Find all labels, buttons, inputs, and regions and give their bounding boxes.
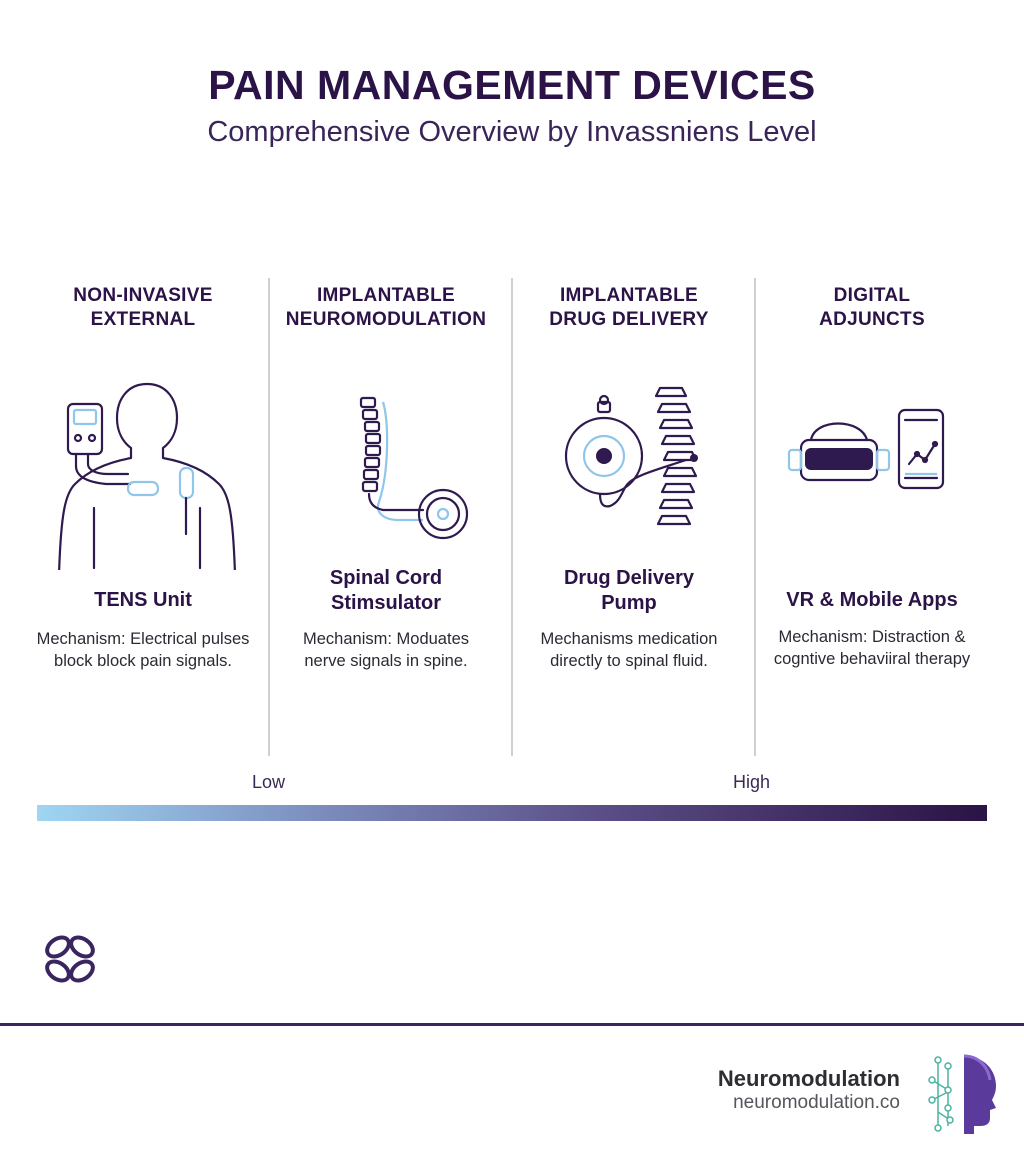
brain-head-logo-icon bbox=[928, 1054, 996, 1134]
device-name-line: Stimsulator bbox=[330, 592, 442, 614]
scale-low-label: Low bbox=[252, 772, 286, 792]
device-name-line: VR & Mobile Apps bbox=[786, 589, 958, 611]
mechanism-line: Mechanism: Distraction & bbox=[778, 628, 966, 646]
heading-line: DIGITAL bbox=[833, 285, 911, 306]
invasiveness-gradient-bar bbox=[37, 805, 987, 821]
heading-line: EXTERNAL bbox=[90, 309, 196, 330]
mechanism-line: cogntive behaviiral therapy bbox=[773, 650, 971, 668]
mechanism-line: Mechanism: Moduates bbox=[303, 630, 469, 648]
category-non-invasive: NON-INVASIVE EXTERNAL TENS Unit Mechanis… bbox=[22, 280, 264, 750]
heading-line: ADJUNCTS bbox=[819, 309, 925, 330]
column-divider bbox=[754, 278, 756, 756]
device-name: Spinal Cord Stimsulator bbox=[265, 566, 507, 616]
vr-mobile-icon bbox=[787, 408, 945, 490]
category-implantable-neuromodulation: IMPLANTABLE NEUROMODULATION Spinal Cord … bbox=[265, 280, 507, 750]
mechanism-text: Mechanism: Moduates nerve signals in spi… bbox=[265, 628, 507, 672]
page-subtitle: Comprehensive Overview by Invassniens Le… bbox=[207, 116, 817, 148]
category-digital-adjuncts: DIGITAL ADJUNCTS VR & Mobile Apps Mechan… bbox=[751, 280, 993, 750]
mechanism-line: directly to spinal fluid. bbox=[550, 652, 708, 670]
brand-url[interactable]: neuromodulation.co bbox=[733, 1092, 900, 1113]
clover-logo-icon bbox=[45, 935, 95, 983]
mechanism-line: Mechanisms medication bbox=[540, 630, 718, 648]
mechanism-text: Mechanism: Distraction & cogntive behavi… bbox=[751, 626, 993, 670]
mechanism-line: block block pain signals. bbox=[54, 652, 232, 670]
spinal-stimulator-icon bbox=[359, 396, 469, 540]
brand-name: Neuromodulation bbox=[717, 1066, 900, 1091]
device-name: VR & Mobile Apps bbox=[751, 588, 993, 613]
column-divider bbox=[511, 278, 513, 756]
category-implantable-drug-delivery: IMPLANTABLE DRUG DELIVERY Drug Delivery … bbox=[508, 280, 750, 750]
footer-divider bbox=[0, 1023, 1024, 1026]
device-name: Drug Delivery Pump bbox=[508, 566, 750, 616]
heading-line: NEUROMODULATION bbox=[285, 309, 487, 330]
device-name-line: Pump bbox=[601, 592, 657, 614]
device-name: TENS Unit bbox=[22, 588, 264, 613]
column-divider bbox=[268, 278, 270, 756]
mechanism-line: Mechanism: Electrical pulses bbox=[36, 630, 250, 648]
mechanism-line: nerve signals in spine. bbox=[304, 652, 468, 670]
drug-pump-icon bbox=[564, 386, 698, 526]
heading-line: IMPLANTABLE bbox=[316, 285, 456, 306]
scale-high-label: High bbox=[733, 772, 771, 792]
category-heading: NON-INVASIVE EXTERNAL bbox=[22, 284, 264, 332]
heading-line: NON-INVASIVE bbox=[73, 285, 213, 306]
category-heading: IMPLANTABLE DRUG DELIVERY bbox=[508, 284, 750, 332]
mechanism-text: Mechanisms medication directly to spinal… bbox=[508, 628, 750, 672]
page-title: PAIN MANAGEMENT DEVICES bbox=[208, 62, 816, 108]
device-name-line: Spinal Cord bbox=[329, 567, 443, 589]
device-name-line: TENS Unit bbox=[94, 589, 192, 611]
category-heading: IMPLANTABLE NEUROMODULATION bbox=[265, 284, 507, 332]
mechanism-text: Mechanism: Electrical pulses block block… bbox=[22, 628, 264, 672]
category-heading: DIGITAL ADJUNCTS bbox=[751, 284, 993, 332]
device-name-line: Drug Delivery bbox=[563, 567, 695, 589]
heading-line: DRUG DELIVERY bbox=[549, 309, 709, 330]
heading-line: IMPLANTABLE bbox=[559, 285, 699, 306]
tens-body-icon bbox=[58, 382, 236, 570]
